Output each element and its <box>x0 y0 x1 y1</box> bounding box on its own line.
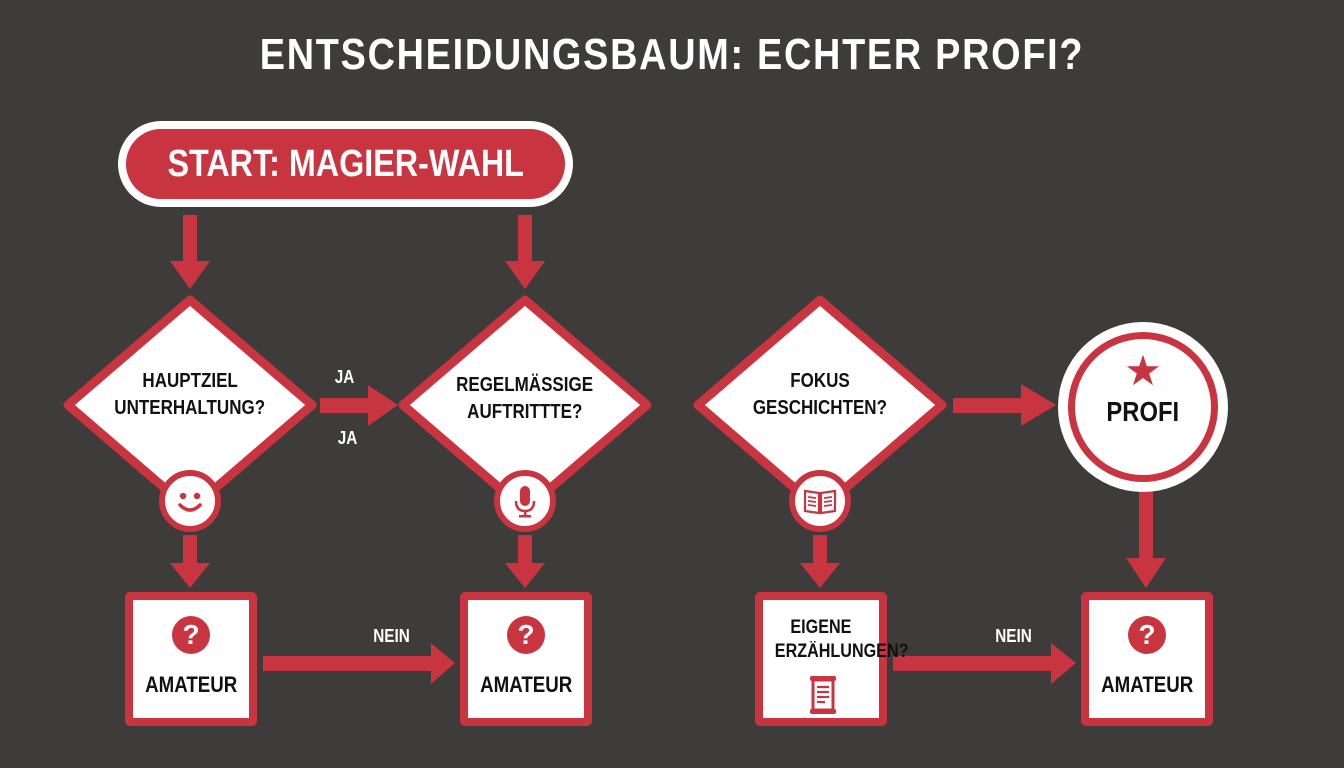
open-book-icon <box>789 470 851 532</box>
microphone-icon <box>494 470 556 532</box>
start-node-inner: START: MAGIER-WAHL <box>126 129 565 199</box>
outcome-box-3: EIGENE ERZÄHLUNGEN? <box>755 592 909 726</box>
arrow-o3-to-o4 <box>893 643 1076 684</box>
decision-1-line1: HAUPTZIEL <box>142 370 238 392</box>
arrow-d1-to-d2 <box>320 385 398 426</box>
outcome-3-line1: EIGENE <box>790 617 852 638</box>
edge-label-nein-left: NEIN <box>373 626 410 646</box>
edge-label-ja-top: JA <box>334 367 355 387</box>
outcome-3-line2: ERZÄHLUNGEN? <box>774 641 909 662</box>
start-node-label: START: MAGIER-WAHL <box>167 142 524 185</box>
question-mark-icon: ? <box>172 616 210 654</box>
profi-label: PROFI <box>1106 396 1180 427</box>
decision-1-text: HAUPTZIEL UNTERHALTUNG? <box>90 368 290 422</box>
smiley-icon <box>159 470 221 532</box>
question-mark-icon: ? <box>507 616 545 654</box>
arrow-start-to-d2 <box>505 215 545 289</box>
arrow-d3-to-profi <box>953 384 1056 426</box>
diagram-title-text: ENTSCHEIDUNGSBAUM: ECHTER PROFI? <box>259 30 1085 79</box>
arrow-d1-to-o1 <box>170 535 210 588</box>
profi-node: ★ PROFI <box>1058 322 1228 492</box>
arrow-d2-to-o2 <box>505 535 545 588</box>
outcome-box-1: ? AMATEUR <box>125 592 257 726</box>
outcome-box-2: ? AMATEUR <box>460 592 592 726</box>
decision-1-line2: UNTERHALTUNG? <box>114 397 266 419</box>
decision-3-line2: GESCHICHTEN? <box>752 397 888 419</box>
start-node: START: MAGIER-WAHL <box>118 121 573 207</box>
outcome-4-label: AMATEUR <box>1100 672 1194 697</box>
decision-2-text: REGELMÄSSIGE AUFTRITTTE? <box>425 372 625 426</box>
decision-2-line1: REGELMÄSSIGE <box>456 374 594 396</box>
arrow-start-to-d1 <box>170 215 210 289</box>
star-icon: ★ <box>1124 347 1162 394</box>
diagram-title: ENTSCHEIDUNGSBAUM: ECHTER PROFI? <box>94 30 1250 80</box>
scroll-icon <box>807 674 839 721</box>
decision-3-line1: FOKUS <box>790 370 850 392</box>
outcome-box-4: ? AMATEUR <box>1081 592 1213 726</box>
question-mark-icon: ? <box>1128 616 1166 654</box>
edge-label-nein-right: NEIN <box>995 626 1032 646</box>
arrow-o1-to-o2 <box>263 643 455 684</box>
arrow-d3-to-o3 <box>800 535 840 588</box>
outcome-2-label: AMATEUR <box>479 672 573 697</box>
decision-2-line2: AUFTRITTTE? <box>467 401 583 423</box>
outcome-1-label: AMATEUR <box>144 672 238 697</box>
decision-3-text: FOKUS GESCHICHTEN? <box>720 368 920 422</box>
arrow-profi-to-o4 <box>1126 490 1166 588</box>
edge-label-ja-bottom: JA <box>337 428 358 448</box>
outcome-3-text: EIGENE ERZÄHLUNGEN? <box>763 616 909 664</box>
profi-ring <box>1068 332 1218 482</box>
